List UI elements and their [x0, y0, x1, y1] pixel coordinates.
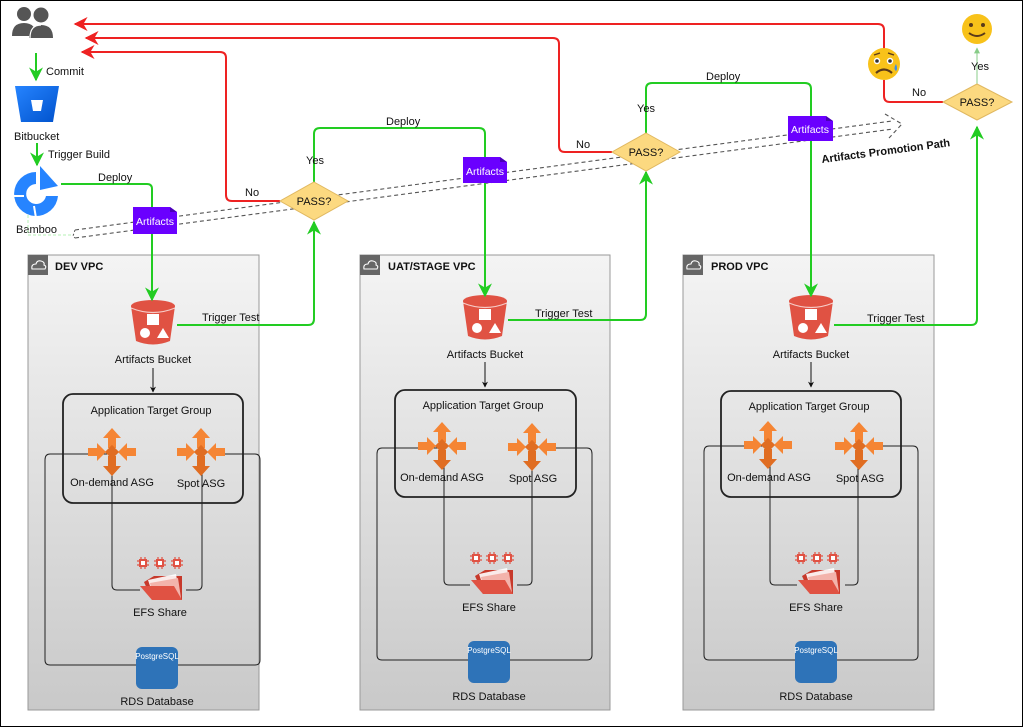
- target-group-box[interactable]: [62, 393, 244, 504]
- vpc-prod-contents: Artifacts Bucket Application Target Grou…: [703, 294, 919, 703]
- cloud-icon: [682, 254, 704, 276]
- trigger-build-label: Trigger Build: [48, 149, 110, 161]
- efs-connection-line: [769, 455, 859, 586]
- efs-label: EFS Share: [462, 602, 516, 614]
- target-group-label: Application Target Group: [423, 400, 544, 412]
- gate1-fail-arrow: [80, 45, 280, 202]
- artifacts-label: Artifacts: [791, 124, 829, 136]
- bamboo-dashed-link: [27, 215, 72, 236]
- target-group-box[interactable]: [394, 389, 577, 498]
- gate2-yes-label: Yes: [637, 103, 655, 115]
- vpc-title: UAT/STAGE VPC: [388, 261, 476, 273]
- efs-label: EFS Share: [789, 602, 843, 614]
- gate1-no-label: No: [245, 187, 259, 199]
- gate-pass-dev[interactable]: PASS?: [278, 181, 350, 221]
- target-group-label: Application Target Group: [91, 405, 212, 417]
- s3-bucket-icon[interactable]: [130, 299, 176, 346]
- cloud-icon: [27, 254, 49, 276]
- trigger-test-prod-arrow: [834, 125, 984, 326]
- happy-face-icon: [962, 14, 992, 44]
- target-group-box[interactable]: [720, 390, 902, 498]
- commit-label: Commit: [46, 66, 84, 78]
- deploy-dev-arrow: [61, 183, 159, 302]
- artifacts-badge-uat[interactable]: Artifacts: [463, 157, 507, 183]
- gate2-no-label: No: [576, 139, 590, 151]
- gate-label: PASS?: [629, 147, 664, 159]
- bitbucket-icon[interactable]: [15, 86, 59, 122]
- rds-label: RDS Database: [120, 696, 193, 708]
- artifacts-badge-dev[interactable]: Artifacts: [133, 207, 177, 234]
- efs-connection-line: [443, 455, 533, 586]
- gate1-yes-label: Yes: [306, 155, 324, 167]
- artifacts-label: Artifacts: [136, 216, 174, 228]
- trigger-test-dev-arrow: [177, 220, 321, 326]
- promotion-path-label: Artifacts Promotion Path: [821, 137, 951, 166]
- bucket-label: Artifacts Bucket: [115, 354, 191, 366]
- gate-label: PASS?: [960, 97, 995, 109]
- asg-ondemand-label: On-demand ASG: [400, 472, 484, 484]
- efs-label: EFS Share: [133, 607, 187, 619]
- gate-pass-uat[interactable]: PASS?: [610, 132, 682, 172]
- efs-connection-line: [111, 460, 203, 591]
- target-group-label: Application Target Group: [749, 401, 870, 413]
- deploy-dev-label: Deploy: [98, 172, 133, 184]
- crying-face-icon: [868, 48, 900, 80]
- deploy-uat-arrow: [313, 127, 492, 298]
- deploy-uat-label: Deploy: [386, 116, 421, 128]
- bucket-label: Artifacts Bucket: [773, 349, 849, 361]
- deploy-prod-label: Deploy: [706, 71, 741, 83]
- vpc-dev-contents: Artifacts Bucket Application Target Grou…: [44, 299, 261, 708]
- asg-ondemand-label: On-demand ASG: [727, 472, 811, 484]
- s3-bucket-icon[interactable]: [788, 294, 834, 341]
- gate3-no-label: No: [912, 87, 926, 99]
- postgresql-text: PostgreSQL: [467, 646, 511, 655]
- trigger-test-uat-label: Trigger Test: [535, 308, 592, 320]
- asg-spot-label: Spot ASG: [836, 473, 884, 485]
- asg-spot-label: Spot ASG: [177, 478, 225, 490]
- users-icon[interactable]: [12, 7, 53, 39]
- vpc-uat-contents: Artifacts Bucket Application Target Grou…: [376, 294, 593, 703]
- postgresql-text: PostgreSQL: [794, 646, 838, 655]
- trigger-test-uat-arrow: [508, 170, 653, 321]
- gate-label: PASS?: [297, 196, 332, 208]
- artifacts-badge-prod[interactable]: Artifacts: [788, 116, 833, 141]
- bamboo-label: Bamboo: [16, 224, 57, 236]
- bamboo-icon[interactable]: [14, 166, 58, 219]
- deploy-prod-arrow: [645, 82, 818, 298]
- asg-ondemand-label: On-demand ASG: [70, 477, 154, 489]
- asg-spot-label: Spot ASG: [509, 473, 557, 485]
- bitbucket-label: Bitbucket: [14, 131, 59, 143]
- trigger-test-dev-label: Trigger Test: [202, 312, 259, 324]
- artifacts-label: Artifacts: [466, 166, 504, 178]
- rds-label: RDS Database: [779, 691, 852, 703]
- s3-bucket-icon[interactable]: [462, 294, 508, 341]
- gate2-fail-arrow: [84, 31, 612, 153]
- gate3-fail-arrow: [75, 24, 943, 103]
- gate-pass-prod[interactable]: PASS?: [941, 83, 1014, 121]
- postgresql-text: PostgreSQL: [135, 652, 179, 661]
- cloud-icon: [359, 254, 381, 276]
- trigger-test-prod-label: Trigger Test: [867, 313, 924, 325]
- vpc-title: DEV VPC: [55, 261, 103, 273]
- rds-label: RDS Database: [452, 691, 525, 703]
- gate3-yes-label: Yes: [971, 61, 989, 73]
- vpc-title: PROD VPC: [711, 261, 769, 273]
- bucket-label: Artifacts Bucket: [447, 349, 523, 361]
